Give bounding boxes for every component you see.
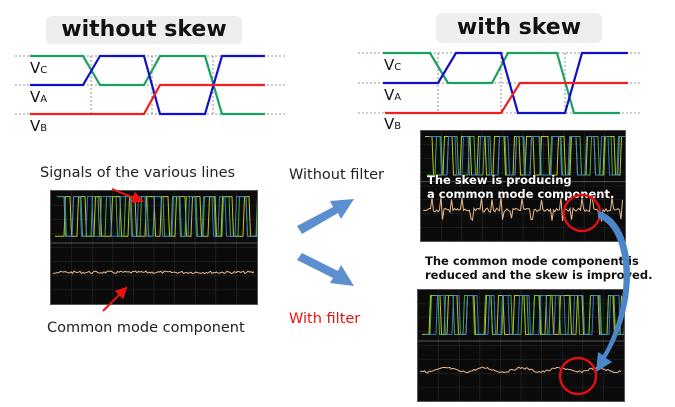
with-skew-diagram bbox=[358, 51, 640, 115]
common-mode-caption: Common mode component bbox=[47, 320, 245, 336]
scope-left-traces bbox=[51, 191, 257, 304]
label-va: VA bbox=[30, 88, 48, 106]
common-mode-trace bbox=[419, 366, 622, 374]
label-vc: VC bbox=[384, 56, 402, 74]
digital-trace bbox=[59, 196, 257, 237]
reduced-caption: The common mode component is reduced and… bbox=[425, 254, 653, 282]
common-mode-trace bbox=[52, 270, 255, 275]
label-vb: VB bbox=[30, 117, 48, 135]
scope-with-filter bbox=[417, 289, 625, 402]
scope-with-filter-traces bbox=[418, 290, 624, 401]
digital-trace bbox=[429, 136, 625, 176]
label-vb: VB bbox=[384, 115, 402, 133]
with-filter-caption: With filter bbox=[289, 311, 361, 327]
signals-caption: Signals of the various lines bbox=[40, 165, 236, 181]
vb-trace bbox=[385, 81, 628, 115]
with-skew-title: with skew bbox=[436, 13, 602, 43]
va-trace bbox=[383, 51, 628, 115]
digital-trace bbox=[426, 295, 624, 335]
label-vc: VC bbox=[30, 59, 48, 77]
vc-trace bbox=[383, 51, 620, 115]
scope-left bbox=[50, 190, 258, 305]
label-va: VA bbox=[384, 86, 402, 104]
without-skew-title: without skew bbox=[46, 16, 242, 44]
scope-without-filter-traces bbox=[421, 131, 625, 241]
without-filter-caption: Without filter bbox=[289, 167, 385, 183]
skew-producing-text: The skew is producing a common mode comp… bbox=[427, 173, 615, 201]
scope-without-filter: The skew is producing a common mode comp… bbox=[420, 130, 626, 242]
vb-trace bbox=[30, 83, 265, 116]
without-skew-diagram bbox=[15, 54, 285, 116]
va-trace bbox=[30, 54, 265, 116]
vc-trace bbox=[30, 54, 265, 116]
